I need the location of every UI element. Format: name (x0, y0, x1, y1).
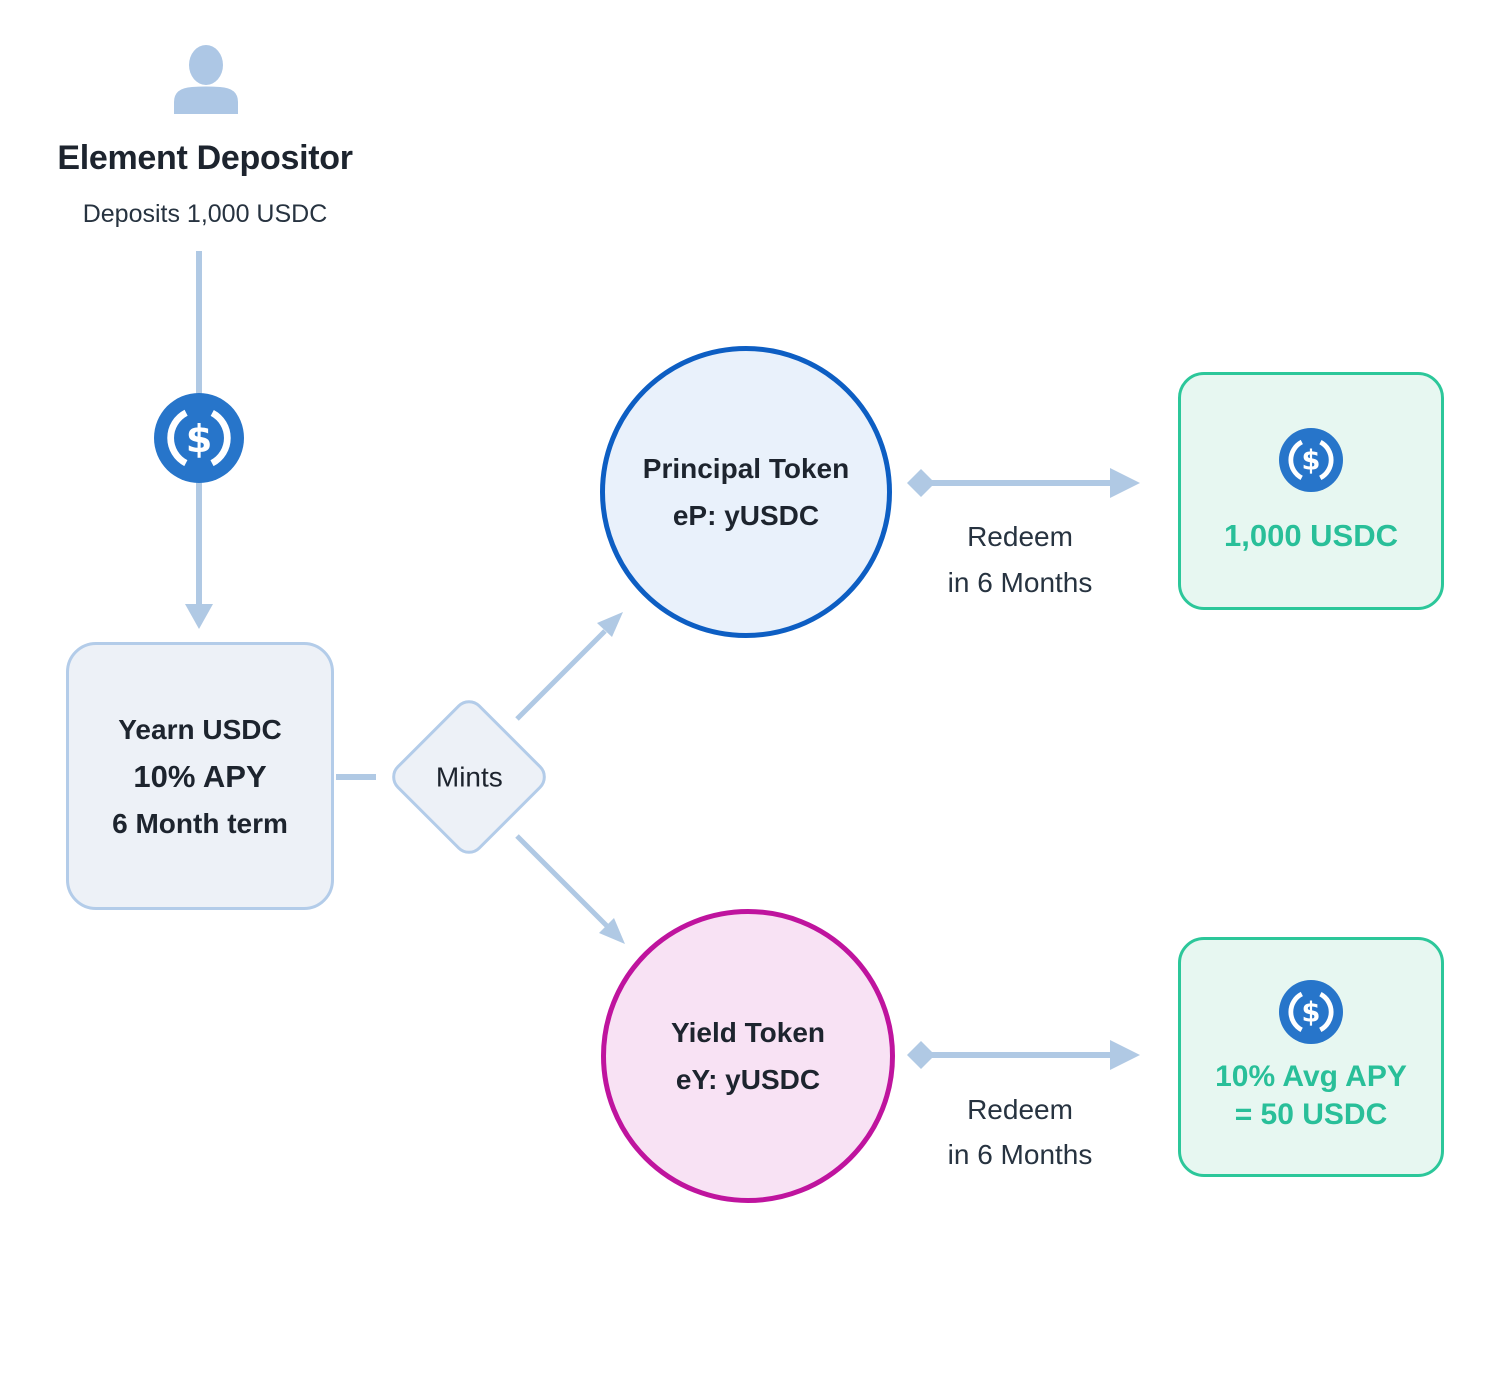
principal-token-node: Principal Token eP: yUSDC (600, 346, 892, 638)
svg-text:$: $ (186, 417, 213, 462)
yield-token-symbol: eY: yUSDC (675, 1064, 821, 1095)
redeem-label-line2: in 6 Months (947, 567, 1093, 598)
mints-label: Mints (435, 761, 503, 792)
redeem-label-line2: in 6 Months (947, 1139, 1093, 1170)
svg-text:$: $ (1302, 997, 1321, 1028)
usdc-icon: $ (154, 393, 244, 483)
person-icon (174, 45, 238, 114)
redeem-label-line1: Redeem (967, 521, 1073, 552)
usdc-icon: $ (1279, 428, 1343, 492)
yield-token-title: Yield Token (670, 1017, 826, 1048)
vault-name: Yearn USDC (118, 713, 282, 745)
yield-result-card: $ 10% Avg APY = 50 USDC (1178, 937, 1444, 1177)
redeem-label-yield: Redeem in 6 Months (890, 1087, 1150, 1177)
mints-to-yield-arrow (515, 834, 625, 944)
yield-token-node: Yield Token eY: yUSDC (601, 909, 895, 1203)
yearn-vault-node: Yearn USDC 10% APY 6 Month term (66, 642, 334, 910)
usdc-icon: $ (1279, 980, 1343, 1044)
redeem-label-line1: Redeem (967, 1094, 1073, 1125)
vault-term: 6 Month term (112, 807, 288, 839)
depositor-subtitle: Deposits 1,000 USDC (82, 200, 328, 228)
principal-token-title: Principal Token (642, 453, 850, 484)
svg-text:$: $ (1302, 445, 1321, 476)
principal-result-amount: 1,000 USDC (1223, 518, 1399, 553)
vault-apy: 10% APY (133, 758, 267, 794)
redeem-label-principal: Redeem in 6 Months (890, 514, 1150, 606)
redeem-yield-arrow (907, 1040, 1140, 1070)
principal-result-card: $ 1,000 USDC (1178, 372, 1444, 610)
yield-result-amount: = 50 USDC (1234, 1098, 1388, 1131)
redeem-principal-arrow (907, 468, 1140, 498)
principal-token-symbol: eP: yUSDC (672, 500, 820, 531)
depositor-title: Element Depositor (57, 139, 353, 177)
yield-result-apy: 10% Avg APY (1215, 1060, 1407, 1093)
mints-to-principal-arrow (515, 612, 623, 721)
